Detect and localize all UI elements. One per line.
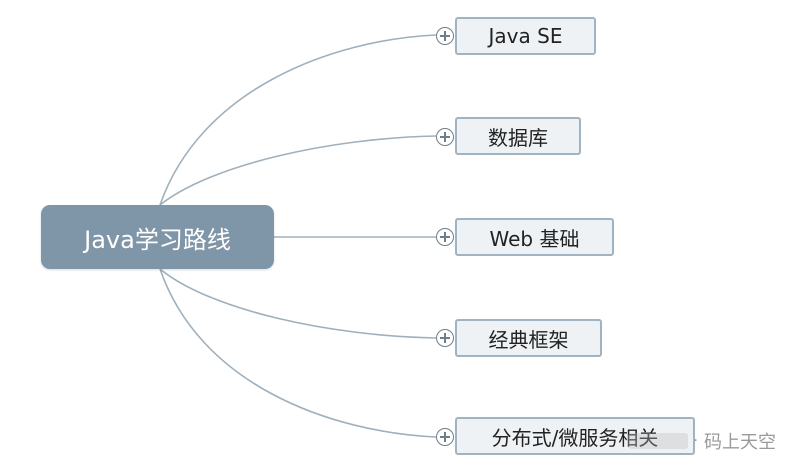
watermark-text: 码上天空: [704, 432, 776, 453]
connector-classic-frameworks: [159, 268, 437, 339]
root-node[interactable]: Java学习路线: [41, 205, 274, 269]
expand-plus-icon[interactable]: [436, 128, 454, 146]
branch-node-java-se[interactable]: Java SE: [455, 17, 596, 55]
expand-plus-icon[interactable]: [436, 428, 454, 446]
expand-plus-icon[interactable]: [436, 228, 454, 246]
connector-database: [159, 135, 437, 206]
branch-node-database[interactable]: 数据库: [455, 117, 581, 155]
watermark-separator: ·: [693, 433, 698, 449]
connector-distributed: [159, 268, 437, 438]
branch-node-web-basics[interactable]: Web 基础: [455, 218, 614, 256]
expand-plus-icon[interactable]: [436, 27, 454, 45]
expand-plus-icon[interactable]: [436, 329, 454, 347]
branch-node-distributed-microservices[interactable]: 分布式/微服务相关: [455, 417, 695, 455]
connector-java-se: [159, 34, 437, 206]
watermark-logo-icon: [627, 433, 688, 449]
branch-node-classic-frameworks[interactable]: 经典框架: [455, 319, 602, 357]
watermark: · 码上天空: [627, 428, 776, 454]
